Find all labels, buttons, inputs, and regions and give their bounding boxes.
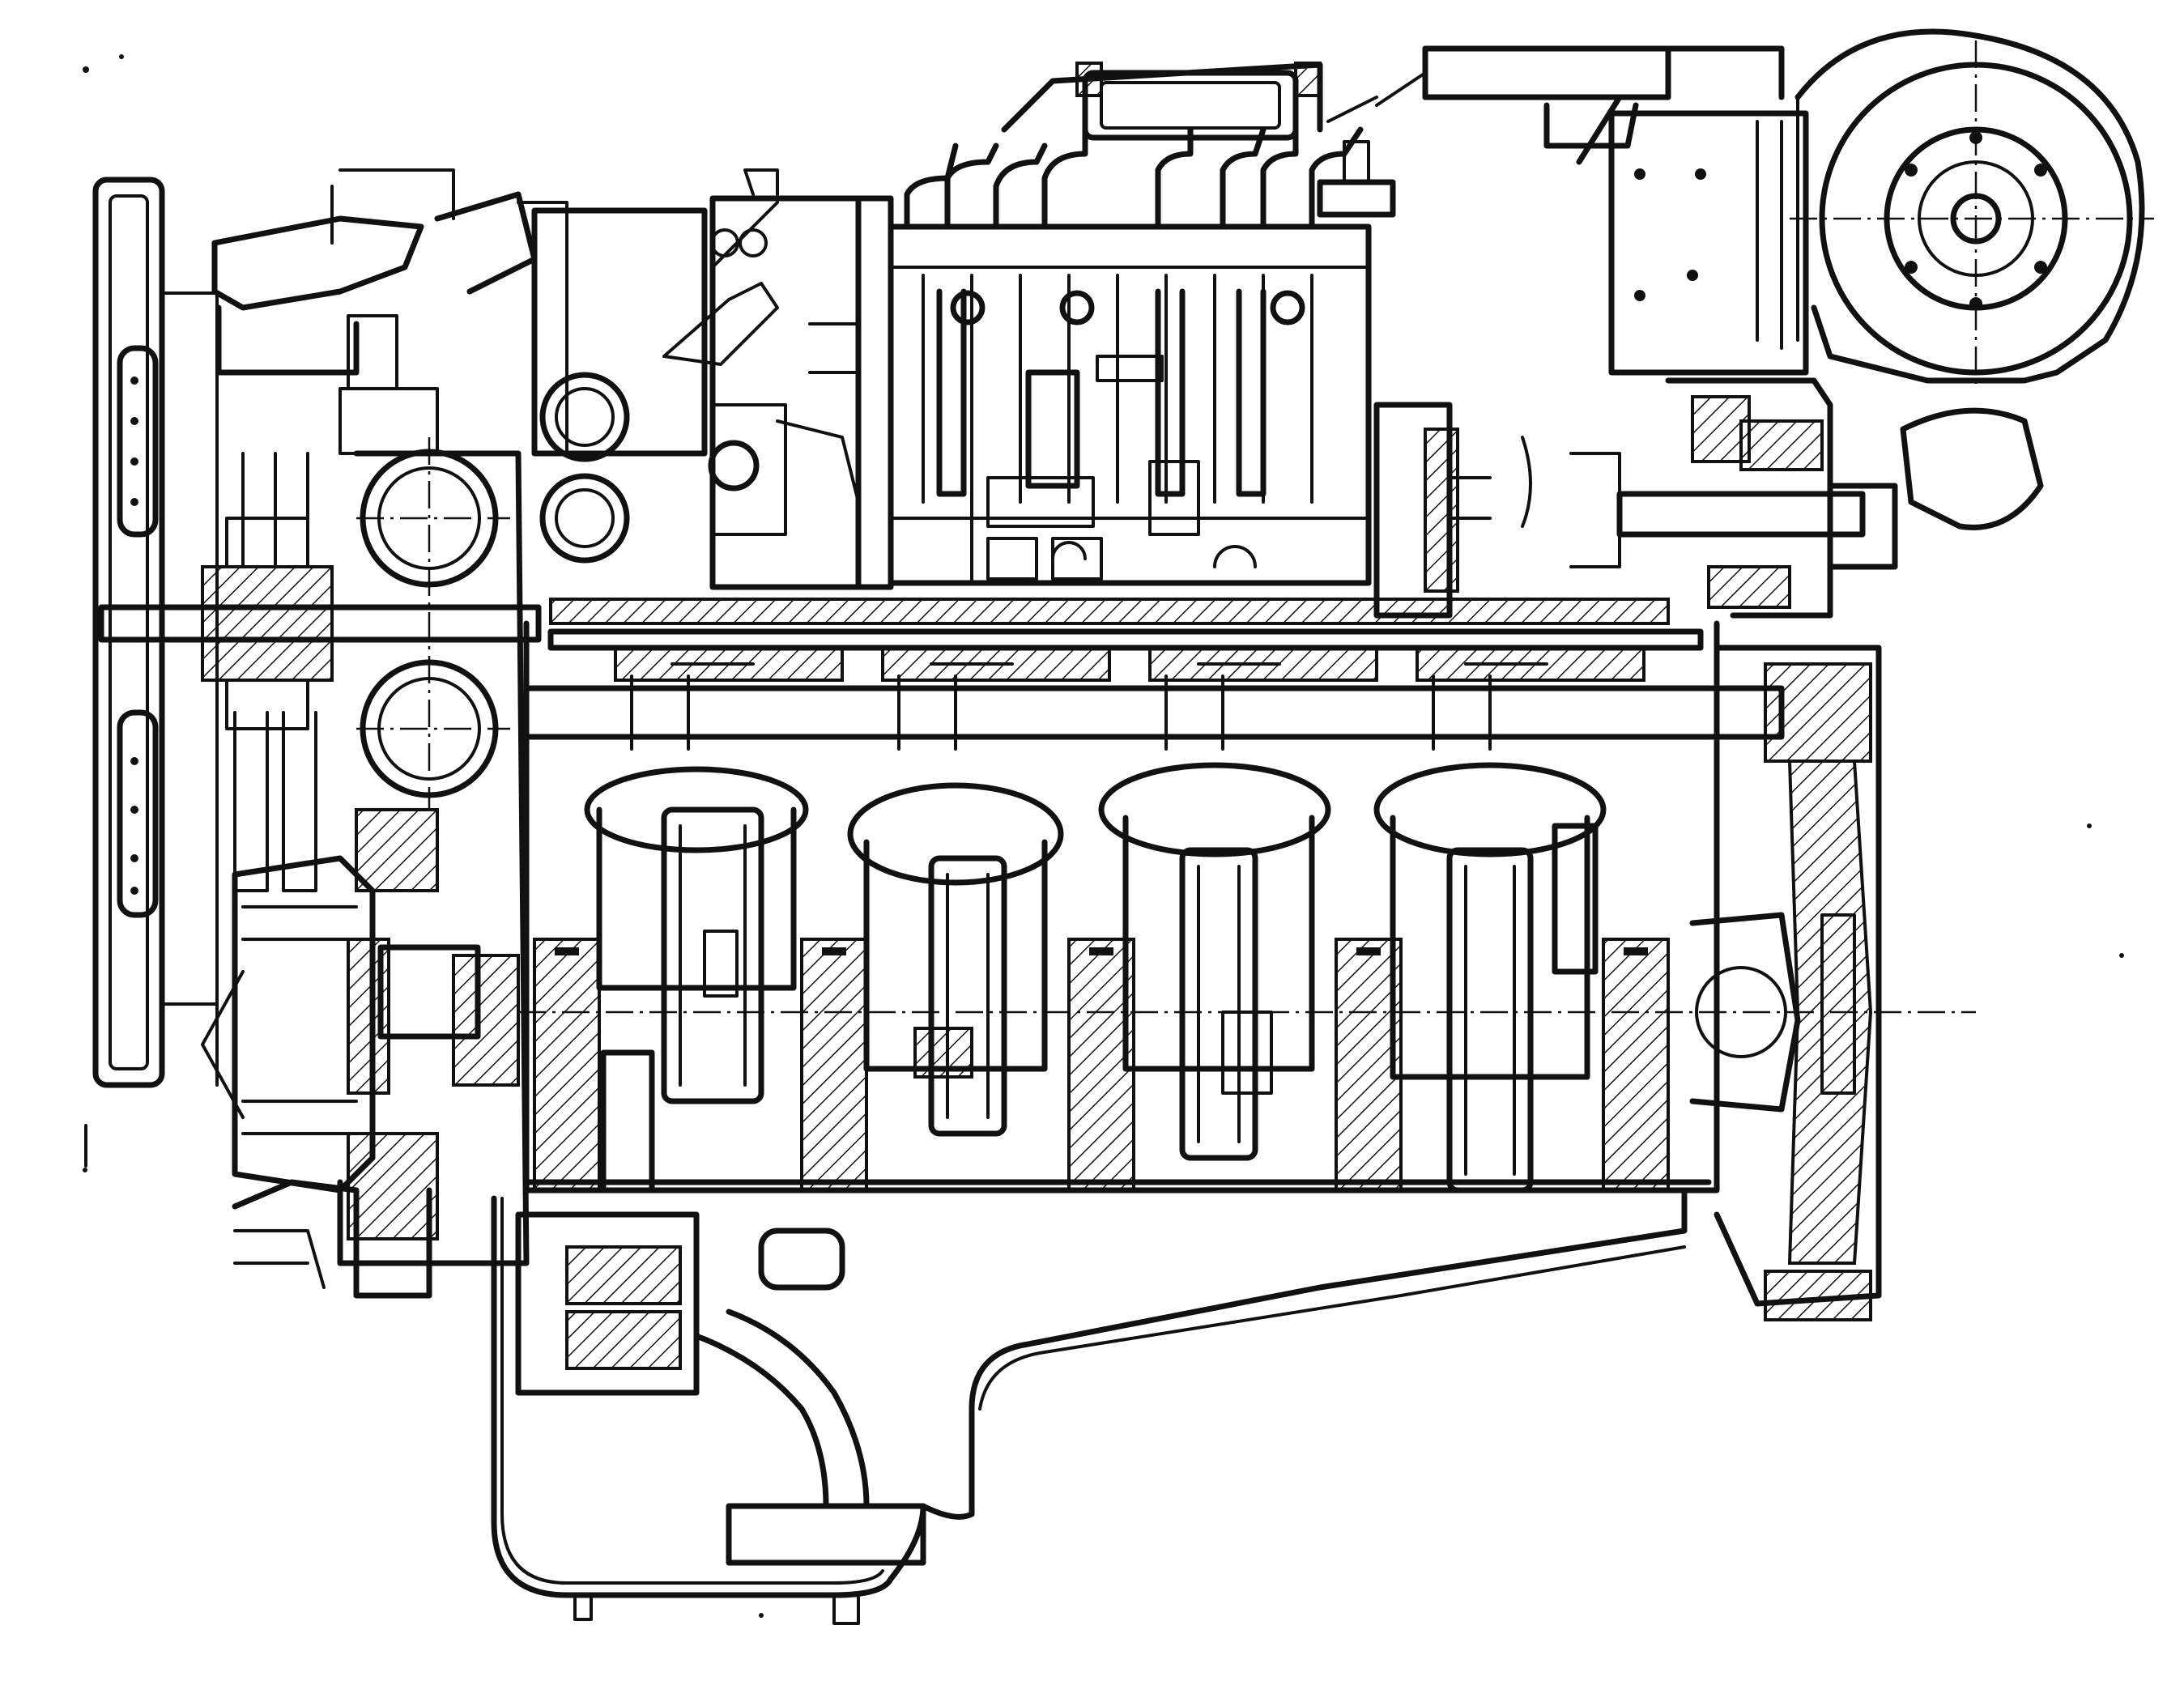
fuel-pump-governor bbox=[662, 168, 894, 590]
cylinder-bay-4 bbox=[1373, 762, 1607, 1194]
oil-sump bbox=[491, 1187, 1688, 1625]
camshaft-gallery bbox=[523, 598, 1785, 751]
paper-marks bbox=[83, 54, 2124, 1618]
fuel-injector-lines bbox=[904, 126, 1396, 230]
timing-gear-case bbox=[337, 437, 530, 1266]
fan-shroud bbox=[92, 177, 219, 1088]
blower-housing bbox=[1790, 28, 2154, 530]
intake-manifold-top bbox=[1001, 62, 1427, 141]
rear-upper-accessories bbox=[1422, 45, 1809, 376]
injection-pump-body bbox=[888, 223, 1372, 586]
front-upper-accessories bbox=[211, 168, 708, 564]
flywheel-housing bbox=[1689, 645, 1882, 1321]
main-bearings bbox=[533, 938, 1670, 1192]
fan-hub-and-shaft bbox=[98, 452, 542, 892]
cylinder-bay-2 bbox=[847, 782, 1064, 1137]
cylinder-bay-3 bbox=[1098, 762, 1331, 1161]
rear-gear-train bbox=[1373, 377, 1898, 619]
oil-pump bbox=[232, 1179, 845, 1396]
cylinder-bay-1 bbox=[584, 766, 809, 1194]
